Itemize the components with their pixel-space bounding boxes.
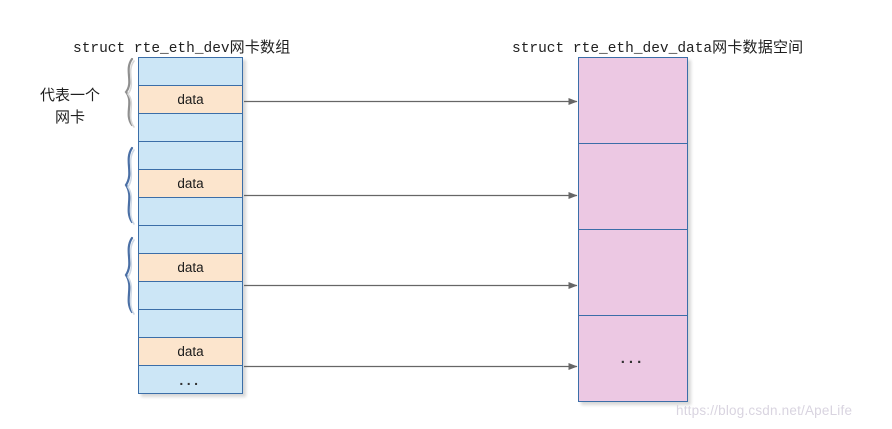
array-ellipsis-label: ... — [179, 371, 202, 388]
right-title-cn: 网卡数据空间 — [712, 40, 804, 56]
brace-nic-3 — [124, 236, 134, 314]
data-block — [578, 143, 688, 230]
array-cell — [138, 113, 243, 142]
array-cell-data: data — [138, 85, 243, 114]
array-cell-label: data — [177, 343, 204, 359]
array-cell — [138, 141, 243, 170]
array-cell — [138, 309, 243, 338]
array-cell-label: data — [177, 91, 204, 107]
array-cell — [138, 57, 243, 86]
brace-nic-2 — [124, 146, 134, 224]
left-column-title: struct rte_eth_dev网卡数组 — [73, 36, 290, 57]
watermark: https://blog.csdn.net/ApeLife — [676, 403, 853, 418]
array-cell — [138, 281, 243, 310]
array-cell-data: data — [138, 337, 243, 366]
right-title-mono: struct rte_eth_dev_data — [512, 41, 713, 57]
data-block — [578, 57, 688, 144]
nic-annotation-line2: 网卡 — [54, 110, 85, 126]
nic-annotation: 代表一个 网卡 — [25, 85, 115, 129]
brace-nic-2-shadow — [127, 149, 135, 225]
brace-nic-1 — [124, 57, 134, 127]
data-block — [578, 229, 688, 316]
left-title-cn: 网卡数组 — [229, 40, 291, 56]
right-column-title: struct rte_eth_dev_data网卡数据空间 — [512, 36, 803, 57]
rte-eth-dev-data-space: ... — [578, 57, 688, 402]
data-block-ellipsis: ... — [578, 315, 688, 402]
left-title-mono: struct rte_eth_dev — [73, 41, 230, 57]
array-cell-data: data — [138, 253, 243, 282]
array-cell — [138, 197, 243, 226]
data-block-ellipsis-label: ... — [620, 350, 646, 367]
array-cell-label: data — [177, 259, 204, 275]
rte-eth-dev-array: data data data data ... — [138, 57, 243, 394]
array-cell-label: data — [177, 175, 204, 191]
brace-nic-3-shadow — [127, 239, 135, 315]
brace-nic-1-shadow — [126, 60, 135, 128]
array-cell — [138, 225, 243, 254]
array-cell-data: data — [138, 169, 243, 198]
array-cell-ellipsis: ... — [138, 365, 243, 394]
nic-annotation-line1: 代表一个 — [39, 88, 100, 104]
